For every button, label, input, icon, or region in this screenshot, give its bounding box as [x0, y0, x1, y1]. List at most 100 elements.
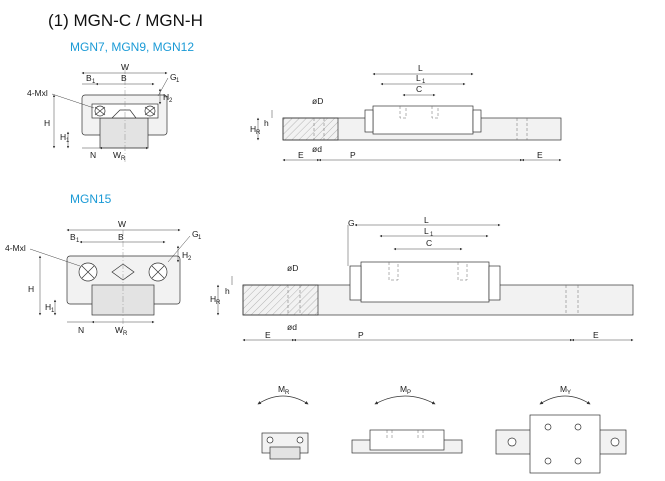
label-B1-sub: 1: [92, 79, 96, 85]
label-H2-sub: 2: [169, 98, 173, 104]
label-E-left-15: E: [265, 330, 271, 340]
roll-ball-left: [266, 436, 274, 444]
label-Mxl: 4-Mxl: [27, 88, 48, 98]
grease-nipple: [111, 263, 135, 281]
label-d-small: ød: [312, 144, 322, 154]
yaw-hole-3: [544, 457, 552, 465]
end-cap-right-15: [488, 265, 501, 301]
block-holes: [399, 106, 439, 119]
yaw-rail-hole-left: [507, 437, 517, 447]
label-W: W: [121, 62, 129, 72]
label-C-15: C: [426, 238, 432, 248]
label-D-small: øD: [312, 96, 323, 106]
yaw-hole-2: [574, 423, 582, 431]
label-G1-15-sub: 1: [198, 235, 202, 241]
side-view-mgn15: L L 1 C G øD ød H R h E P E: [210, 215, 634, 342]
label-h-15: h: [225, 286, 230, 296]
section-title: (1) MGN-C / MGN-H: [48, 11, 203, 30]
end-cap-left: [364, 109, 374, 133]
pitch-block: [369, 429, 445, 451]
label-H2-15: H: [182, 250, 188, 260]
label-H2: H: [163, 92, 169, 102]
label-L1-15: L: [424, 226, 429, 236]
label-H-15: H: [28, 284, 34, 294]
label-L: L: [418, 63, 423, 73]
label-WR-15: W: [115, 325, 123, 335]
moment-pitch: M P: [351, 384, 463, 454]
yaw-arrow: [539, 395, 591, 405]
end-view-mgn15: W B B 1 G 1 H 2 4-Mxl H H 1 N W R: [5, 219, 202, 337]
label-HR-15: H: [210, 294, 216, 304]
leader-Mxl: [51, 93, 95, 109]
groove-cross: [94, 106, 156, 116]
leader-Mxl-15: [29, 248, 81, 267]
yaw-block: [529, 414, 601, 474]
label-H1: H: [60, 132, 66, 142]
label-h-small: h: [264, 118, 269, 128]
groove-cross-15: [81, 265, 165, 279]
yaw-hole-4: [574, 457, 582, 465]
label-N: N: [90, 150, 96, 160]
block-side-15: [360, 261, 490, 303]
yaw-rail-hole-right: [610, 437, 620, 447]
label-P-15: P: [358, 330, 364, 340]
label-H1-15: H: [45, 302, 51, 312]
label-E-right-small: E: [537, 150, 543, 160]
label-G-15: G: [348, 218, 355, 228]
roll-ball-right: [296, 436, 304, 444]
label-B1-15: B: [70, 232, 76, 242]
side-view-small: L L 1 C øD ød H R h E P E: [250, 63, 562, 162]
label-B: B: [121, 73, 127, 83]
label-L-15: L: [424, 215, 429, 225]
end-view-small: W B B 1 G 1 H 2 4-Mxl H H 1 N W R: [27, 62, 180, 162]
label-H2-15-sub: 2: [188, 256, 192, 262]
label-WR-15-sub: R: [123, 331, 128, 337]
label-B1: B: [86, 73, 92, 83]
moment-yaw: M Y: [495, 384, 627, 474]
label-L1: L: [416, 73, 421, 83]
label-B1-15-sub: 1: [76, 238, 80, 244]
label-N-15: N: [78, 325, 84, 335]
yaw-hole-1: [544, 423, 552, 431]
label-L1-15-sub: 1: [430, 232, 434, 238]
label-E-right-15: E: [593, 330, 599, 340]
models-mgn15: MGN15: [70, 192, 112, 206]
label-MR: M: [278, 384, 285, 394]
label-WR-sub: R: [121, 156, 126, 162]
rail-cut-section: [282, 117, 339, 141]
label-MR-sub: R: [285, 390, 290, 396]
label-MP-sub: P: [407, 390, 411, 396]
label-H1-15-sub: 1: [51, 308, 55, 314]
pitch-arrow: [374, 395, 436, 405]
label-C: C: [416, 84, 422, 94]
label-G1-15: G: [192, 229, 199, 239]
rail-cut-15: [242, 284, 319, 316]
roll-rail: [269, 446, 301, 460]
label-HR-15-sub: R: [216, 300, 221, 306]
block-side: [372, 105, 474, 135]
label-MY-sub: Y: [567, 390, 571, 396]
label-B-15: B: [118, 232, 124, 242]
label-H1-sub: 1: [66, 138, 70, 144]
rail-holes: [313, 118, 528, 140]
label-E-left-small: E: [298, 150, 304, 160]
label-HR: H: [250, 124, 256, 134]
label-H: H: [44, 118, 50, 128]
label-P-small: P: [350, 150, 356, 160]
label-G1: G: [170, 72, 177, 82]
label-G1-sub: 1: [176, 78, 180, 84]
label-Mxl-15: 4-Mxl: [5, 243, 26, 253]
label-MP: M: [400, 384, 407, 394]
label-WR: W: [113, 150, 121, 160]
end-cap-left-15: [349, 265, 362, 301]
moment-roll: M R: [257, 384, 309, 460]
block-holes-15: [388, 262, 468, 281]
label-L1-sub: 1: [422, 79, 426, 85]
end-cap-right: [472, 109, 482, 133]
label-MY: M: [560, 384, 567, 394]
label-D-15: øD: [287, 263, 298, 273]
roll-arrow: [257, 395, 309, 405]
label-d-15: ød: [287, 322, 297, 332]
rail-holes-15: [287, 285, 579, 315]
